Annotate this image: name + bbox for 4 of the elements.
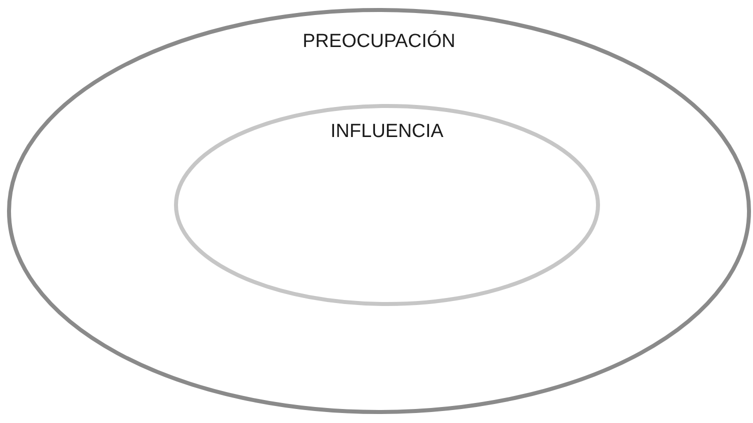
outer-ellipse bbox=[7, 8, 751, 414]
inner-ellipse bbox=[174, 104, 600, 306]
ellipse-label: PREOCUPACIÓN bbox=[302, 30, 456, 54]
ellipse-label: INFLUENCIA bbox=[330, 120, 444, 144]
